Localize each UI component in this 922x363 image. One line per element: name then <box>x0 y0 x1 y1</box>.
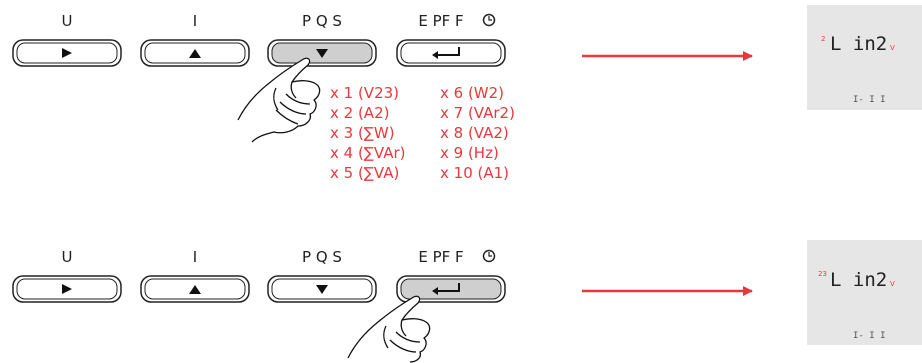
label-u: U <box>62 12 73 30</box>
bottom-button-row: U I P Q S E PF F <box>12 248 506 303</box>
press-item: x 4 (∑VAr) <box>330 144 406 162</box>
press-item: x 2 (A2) <box>330 104 389 122</box>
label-pqs: P Q S <box>302 248 342 266</box>
press-item: x 3 (∑W) <box>330 124 395 142</box>
lcd-unit: V <box>890 280 895 288</box>
press-item: x 5 (∑VA) <box>330 164 399 182</box>
press-item: x 10 (A1) <box>440 164 509 182</box>
top-button-row: U I P Q S E PF F <box>12 12 506 67</box>
triangle-down-icon <box>316 285 328 294</box>
i-button[interactable] <box>140 275 250 303</box>
u-button[interactable] <box>12 275 122 303</box>
lcd-badge: 2 <box>821 35 825 43</box>
label-i: I <box>193 12 197 30</box>
lcd-bottom-text: I- I I <box>853 95 886 105</box>
enter-return-icon <box>432 47 460 59</box>
pqs-button[interactable] <box>267 39 377 67</box>
label-epff: E PF F <box>418 12 463 30</box>
triangle-up-icon <box>189 285 201 294</box>
press-item: x 9 (Hz) <box>440 144 499 162</box>
lcd-main-text: L in2 <box>830 33 887 55</box>
triangle-up-icon <box>189 49 201 58</box>
label-epff: E PF F <box>418 248 463 266</box>
lcd-unit: V <box>890 44 895 52</box>
press-item: x 8 (VA2) <box>440 124 509 142</box>
play-right-icon <box>62 48 72 58</box>
press-item: x 6 (W2) <box>440 84 504 102</box>
pointing-hand-icon <box>347 295 431 363</box>
lcd-bottom-text: I- I I <box>853 331 886 341</box>
lcd-badge: 23 <box>818 270 827 278</box>
label-u: U <box>62 248 73 266</box>
epff-button[interactable] <box>396 275 506 303</box>
lcd-display-bottom: 23 L in2 V I- I I <box>807 240 922 345</box>
press-item: x 7 (VAr2) <box>440 104 515 122</box>
label-pqs: P Q S <box>302 12 342 30</box>
pointing-hand-icon <box>237 57 321 143</box>
play-right-icon <box>62 284 72 294</box>
clock-icon <box>482 249 496 263</box>
u-button[interactable] <box>12 39 122 67</box>
enter-return-icon <box>432 283 460 295</box>
epff-button[interactable] <box>396 39 506 67</box>
press-item: x 1 (V23) <box>330 84 399 102</box>
triangle-down-icon <box>316 49 328 58</box>
lcd-display-top: 2 L in2 V I- I I <box>807 5 922 110</box>
i-button[interactable] <box>140 39 250 67</box>
lcd-main-text: L in2 <box>830 269 887 291</box>
label-i: I <box>193 248 197 266</box>
press-count-list: x 1 (V23) x 2 (A2) x 3 (∑W) x 4 (∑VAr) x… <box>330 84 515 182</box>
pqs-button[interactable] <box>267 275 377 303</box>
clock-icon <box>482 13 496 27</box>
